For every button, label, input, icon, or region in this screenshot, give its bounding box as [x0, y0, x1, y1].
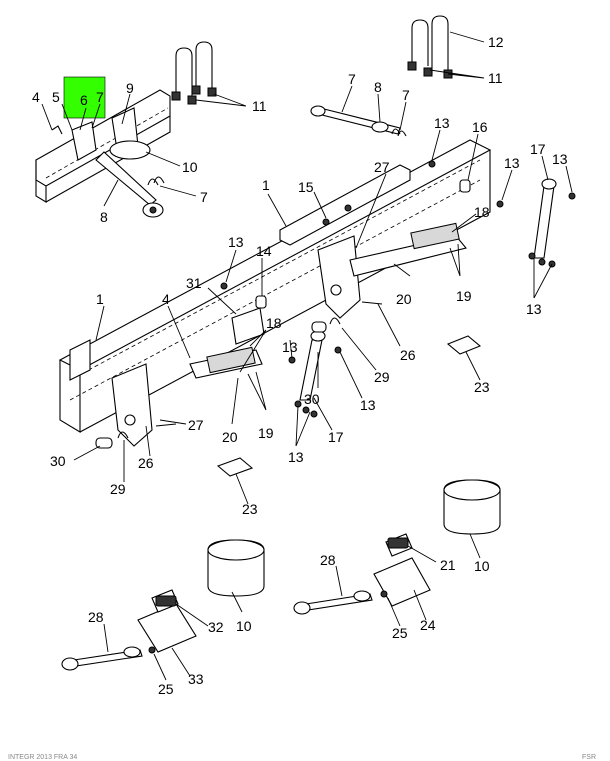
highlighted-part-6 — [63, 76, 106, 119]
callout-16: 16 — [472, 119, 488, 135]
callout-17: 17 — [328, 429, 344, 445]
callout-18: 18 — [474, 204, 490, 220]
leader-lines — [41, 31, 573, 681]
callout-5: 5 — [52, 89, 60, 105]
callout-33: 33 — [188, 671, 204, 687]
callout-13: 13 — [282, 339, 298, 355]
trailing-arms — [189, 222, 467, 379]
callout-13: 13 — [360, 397, 376, 413]
callout-7: 7 — [96, 89, 104, 105]
callout-7: 7 — [200, 189, 208, 205]
callout-28: 28 — [88, 609, 104, 625]
u-bolts-left — [171, 41, 217, 105]
callout-19: 19 — [456, 288, 472, 304]
callout-19: 19 — [258, 425, 274, 441]
callout-20: 20 — [222, 429, 238, 445]
fasteners — [95, 160, 576, 449]
torque-rod-upper — [310, 105, 407, 137]
hanger-brackets — [111, 235, 361, 447]
callout-7: 7 — [402, 87, 410, 103]
callout-31: 31 — [186, 275, 202, 291]
callout-26: 26 — [138, 455, 154, 471]
axle-seat-right — [293, 533, 431, 615]
axle-seat-left — [61, 589, 197, 671]
callout-13: 13 — [552, 151, 568, 167]
footer-code-right: FSR — [582, 754, 596, 761]
callout-1: 1 — [96, 291, 104, 307]
callout-8: 8 — [100, 209, 108, 225]
callout-27: 27 — [374, 159, 390, 175]
callout-14: 14 — [256, 243, 272, 259]
callout-21: 21 — [440, 557, 456, 573]
footer-code-left: INTEGR 2013 FRA 34 — [8, 754, 77, 761]
callout-25: 25 — [392, 625, 408, 641]
plates — [216, 335, 482, 477]
callout-4: 4 — [162, 291, 170, 307]
callout-20: 20 — [396, 291, 412, 307]
callout-23: 23 — [474, 379, 490, 395]
callout-13: 13 — [434, 115, 450, 131]
u-bolts-right — [407, 15, 453, 79]
callout-13: 13 — [504, 155, 520, 171]
callout-23: 23 — [242, 501, 258, 517]
main-frame-rail — [58, 139, 492, 433]
callout-13: 13 — [526, 301, 542, 317]
callout-30: 30 — [50, 453, 66, 469]
callout-9: 9 — [126, 80, 134, 96]
callout-17: 17 — [530, 141, 546, 157]
callout-29: 29 — [374, 369, 390, 385]
callout-32: 32 — [208, 619, 224, 635]
callout-26: 26 — [400, 347, 416, 363]
callout-10: 10 — [474, 558, 490, 574]
upper-left-frame-assembly — [35, 76, 171, 218]
callout-6: 6 — [80, 92, 88, 108]
callout-7: 7 — [348, 71, 356, 87]
callout-29: 29 — [110, 481, 126, 497]
callout-13: 13 — [228, 234, 244, 250]
callout-11: 11 — [252, 98, 267, 114]
callout-30: 30 — [304, 391, 320, 407]
callout-10: 10 — [236, 618, 252, 634]
callout-4: 4 — [32, 89, 40, 105]
callout-18: 18 — [266, 315, 282, 331]
air-springs — [207, 479, 501, 597]
callout-13: 13 — [288, 449, 304, 465]
callout-27: 27 — [188, 417, 204, 433]
callout-1: 1 — [262, 177, 270, 193]
callout-8: 8 — [374, 79, 382, 95]
callout-12: 12 — [488, 34, 504, 50]
callout-24: 24 — [420, 617, 436, 633]
callout-25: 25 — [158, 681, 174, 697]
callout-28: 28 — [320, 552, 336, 568]
shock-absorbers — [294, 178, 557, 418]
callout-11: 11 — [488, 70, 503, 86]
callouts: 4 5 6 7 9 10 7 8 11 12 11 7 8 7 13 16 13… — [32, 34, 568, 697]
callout-15: 15 — [298, 179, 314, 195]
callout-10: 10 — [182, 159, 198, 175]
